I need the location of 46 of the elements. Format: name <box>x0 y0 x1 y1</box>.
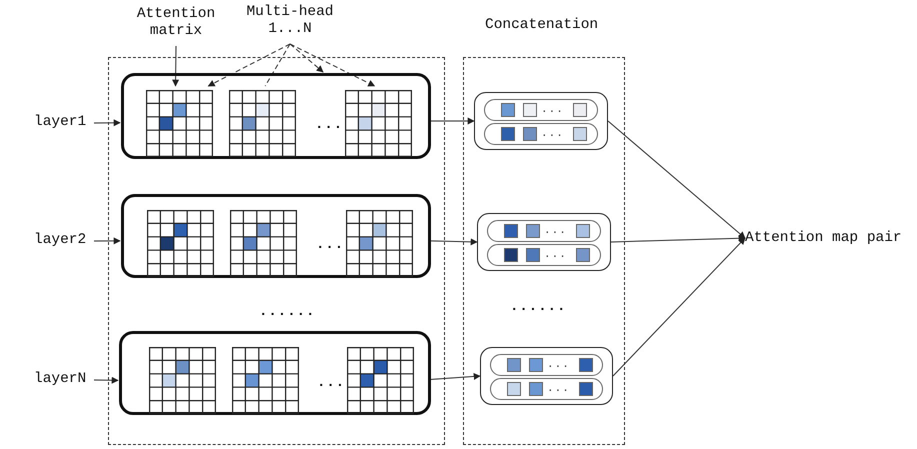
arrow <box>94 237 121 244</box>
attention-matrix-grid <box>347 347 414 414</box>
ellipsis: ... <box>317 376 346 390</box>
arrow <box>430 118 475 124</box>
text-label: Attention matrix <box>128 6 224 46</box>
attention-matrix-grid <box>232 347 299 414</box>
dashed-arrow <box>290 44 376 86</box>
ellipsis: ... <box>547 383 570 395</box>
dashed-arrow <box>290 44 324 72</box>
attention-matrix-grid <box>149 347 216 414</box>
arrow <box>172 46 180 87</box>
arrow <box>94 376 119 384</box>
group-heading: Concatenation <box>485 17 598 34</box>
attention-matrix-grid <box>229 90 296 157</box>
arrow <box>430 372 481 380</box>
layer-box <box>119 331 431 415</box>
layer-box <box>121 194 431 278</box>
dashed-group-frame <box>108 57 445 445</box>
text-label: layer2 <box>34 232 94 250</box>
ellipsis: ... <box>541 128 564 140</box>
attention-matrix-grid <box>346 210 413 277</box>
ellipsis: ... <box>547 359 570 371</box>
ellipsis: ...... <box>510 300 566 314</box>
ellipsis: ... <box>544 249 567 261</box>
concat-box <box>477 213 611 271</box>
dashed-arrow <box>208 44 290 86</box>
attention-matrix-grid <box>345 90 412 157</box>
layer-box <box>121 73 431 159</box>
text-label: Multi-head 1...N <box>240 4 340 44</box>
text-label: layer1 <box>34 114 94 132</box>
concat-box <box>480 347 613 405</box>
ellipsis: ... <box>544 225 567 237</box>
ellipsis: ...... <box>259 305 316 319</box>
arrow <box>94 119 121 126</box>
attention-matrix-grid <box>146 90 213 157</box>
arrow <box>430 238 478 246</box>
text-label: layerN <box>34 371 94 389</box>
concat-box <box>474 92 608 150</box>
attention-matrix-grid <box>147 210 214 277</box>
arrow <box>610 234 746 242</box>
ellipsis: ... <box>316 238 344 252</box>
attention-matrix-grid <box>230 210 297 277</box>
text-label: Attention map pair <box>745 230 913 248</box>
arrow <box>608 120 746 239</box>
ellipsis: ... <box>541 104 564 116</box>
ellipsis: ... <box>315 118 344 132</box>
